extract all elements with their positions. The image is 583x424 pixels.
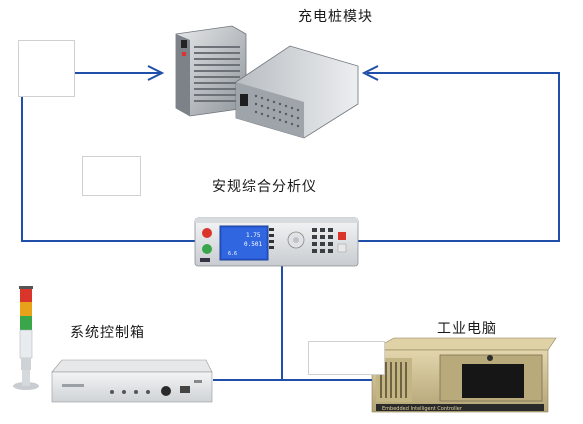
analyzer-screen-line3: 6.6 xyxy=(228,251,237,257)
arrow-left-icon xyxy=(361,65,379,81)
control-box-image xyxy=(51,359,213,403)
right-loop-line xyxy=(358,72,560,242)
charging-module-image xyxy=(175,25,359,139)
placeholder-box-top-left xyxy=(18,40,75,97)
industrial-pc-image xyxy=(371,337,557,413)
control-box-label: 系统控制箱 xyxy=(70,325,145,341)
left-loop-line xyxy=(21,72,195,242)
safety-analyzer-label: 安规综合分析仪 xyxy=(212,179,317,195)
pc-badge-text: Embedded Intelligent Controller xyxy=(382,406,463,412)
industrial-pc-label: 工业电脑 xyxy=(437,321,497,337)
placeholder-box-mid-left xyxy=(82,156,141,196)
connector-lines xyxy=(21,72,560,381)
placeholder-box-pc xyxy=(308,341,385,375)
tower-light-image xyxy=(13,286,39,390)
safety-analyzer-image xyxy=(194,217,359,267)
analyzer-screen-line2: 0.501 xyxy=(244,241,262,248)
analyzer-screen-line1: 1.75 xyxy=(246,232,261,239)
arrow-right-icon xyxy=(147,65,165,81)
charging-module-label: 充电桩模块 xyxy=(298,9,373,25)
